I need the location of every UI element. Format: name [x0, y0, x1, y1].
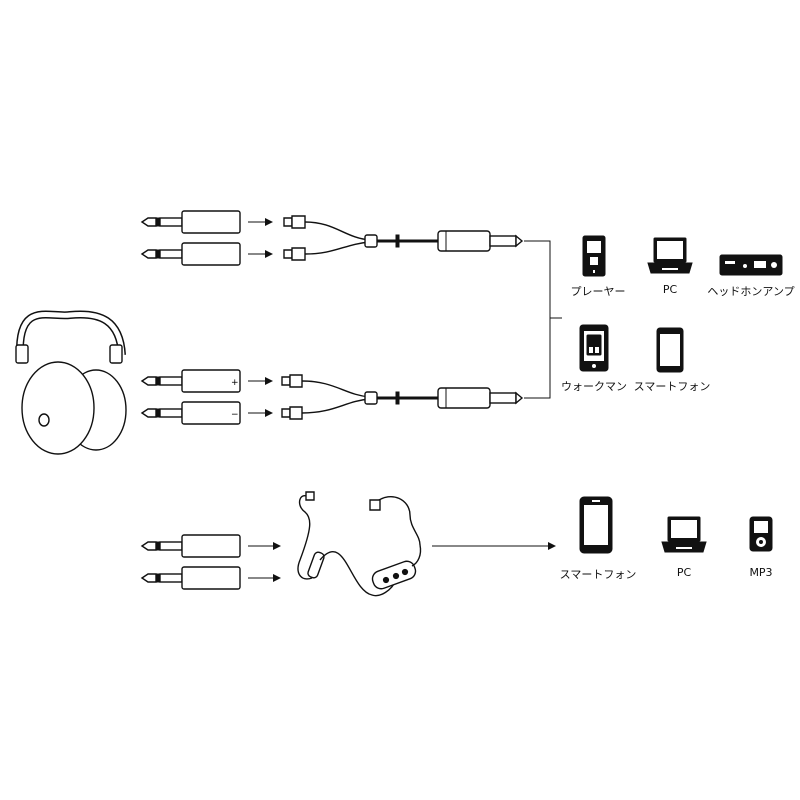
laptop-icon: [647, 237, 693, 274]
label-smartphone-2: スマートフォン: [559, 568, 637, 581]
device-bracket: [524, 240, 562, 399]
plus-mark: +: [231, 378, 239, 388]
label-player: プレーヤー: [570, 285, 626, 298]
label-pc-2: PC: [676, 566, 692, 579]
label-smartphone: スマートフォン: [633, 380, 711, 393]
headphones-illustration: [15, 310, 127, 455]
headphone-amp-icon: [719, 254, 783, 276]
label-pc: PC: [662, 283, 678, 296]
group1b-source-plugs: [141, 369, 241, 425]
laptop-icon-2: [661, 516, 707, 553]
smartphone-icon: [656, 327, 684, 373]
label-headphone-amp: ヘッドホンアンプ: [707, 285, 795, 298]
mp3-player-icon: [749, 516, 773, 552]
walkman-icon: [579, 324, 609, 372]
minus-mark: −: [231, 410, 239, 420]
group1-source-plugs: [141, 210, 241, 266]
y-cable-1: [283, 215, 524, 261]
label-mp3: MP3: [749, 566, 773, 579]
group2-source-plugs: [141, 534, 241, 590]
earphone-cable: [297, 491, 422, 597]
smartphone-icon-2: [579, 496, 613, 554]
y-cable-2: [281, 374, 524, 420]
label-walkman: ウォークマン: [561, 380, 627, 393]
player-icon: [582, 235, 606, 277]
